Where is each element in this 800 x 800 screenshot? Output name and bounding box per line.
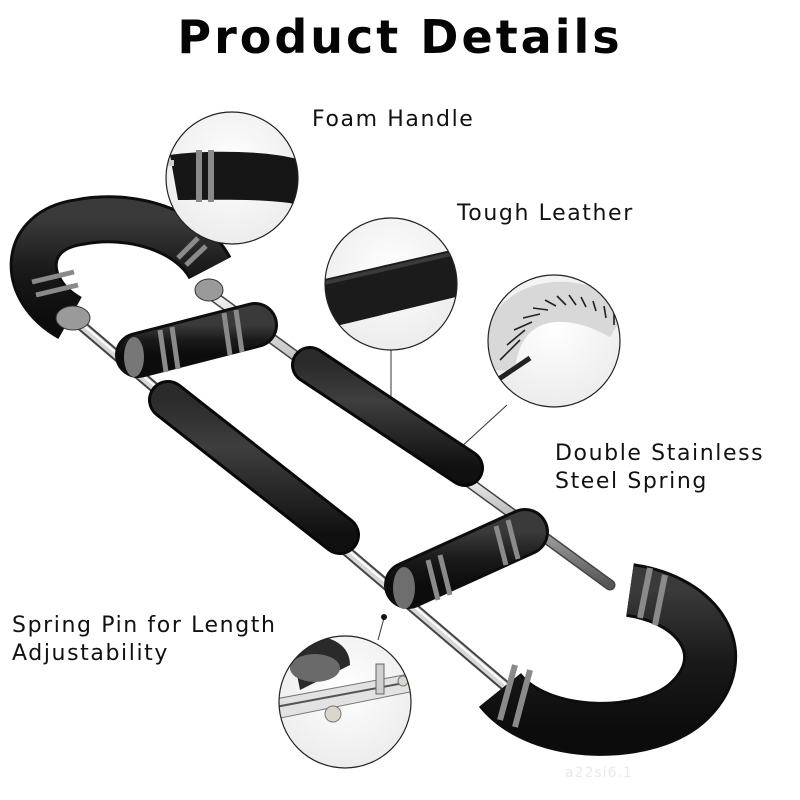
bottom-u-handle [478, 563, 737, 756]
top-cross-handle [115, 302, 278, 378]
top-u-handle [9, 195, 232, 339]
leather-grip-closeup-icon [324, 217, 458, 351]
page-title: Product Details [177, 10, 623, 64]
spring-pin-label-line-1: Spring Pin for Length [12, 613, 277, 638]
spring-pin-label: Spring Pin for Length Adjustability [12, 612, 277, 668]
bottom-cross-handle [384, 508, 549, 609]
spring-label-line-1: Double Stainless [555, 441, 765, 466]
leather-sleeves [148, 346, 484, 555]
spring-pin-closeup-icon [278, 635, 412, 769]
tough-leather-label: Tough Leather [457, 201, 634, 226]
spring-pin-label-line-2: Adjustability [12, 641, 170, 666]
watermark: a22si6.1 [565, 765, 633, 781]
steel-spring-closeup-icon [487, 274, 621, 408]
foam-handle-label: Foam Handle [312, 107, 475, 132]
spring-label-line-2: Steel Spring [555, 469, 708, 494]
foam-handle-closeup-icon [165, 111, 299, 245]
spring-label: Double Stainless Steel Spring [555, 440, 764, 496]
